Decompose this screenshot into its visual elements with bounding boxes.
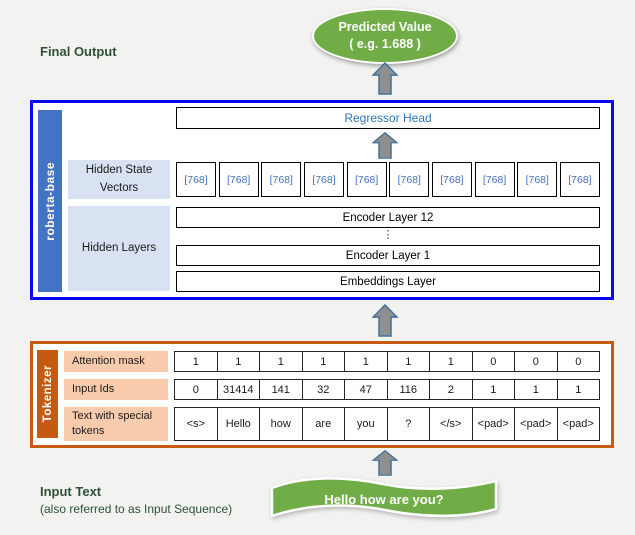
input-ids-label: Input Ids <box>64 379 168 400</box>
token-text-cell: Hello <box>216 407 260 441</box>
token-text-cell: are <box>301 407 345 441</box>
input-text-ribbon <box>270 477 498 518</box>
predicted-value-line1: Predicted Value <box>338 20 432 35</box>
hidden-state-vector-cell: [768] <box>218 162 259 197</box>
attention-mask-cell: 1 <box>216 351 260 372</box>
input-id-cell: 1 <box>556 379 600 400</box>
token-text-cell: <pad> <box>556 407 600 441</box>
attention-mask-cell: 1 <box>259 351 303 372</box>
encoder-layer-1-box: Encoder Layer 1 <box>176 245 600 266</box>
hidden-state-vector-cell: [768] <box>517 162 558 197</box>
attention-mask-cell: 0 <box>556 351 600 372</box>
attention-mask-cell: 1 <box>386 351 430 372</box>
up-arrow-icon <box>372 450 398 476</box>
token-text-cell: </s> <box>429 407 473 441</box>
token-text-cell: <s> <box>174 407 218 441</box>
attention-mask-cell: 1 <box>301 351 345 372</box>
embeddings-layer-box: Embeddings Layer <box>176 271 600 292</box>
hidden-state-vectors-label: Hidden State Vectors <box>68 160 170 199</box>
input-id-cell: 31414 <box>216 379 260 400</box>
roberta-base-sidebar-label: roberta-base <box>43 161 57 241</box>
token-text-cell: <pad> <box>514 407 558 441</box>
input-text-label: Input Text <box>40 484 102 499</box>
hidden-state-vector-cell: [768] <box>176 162 216 197</box>
hidden-state-vector-row: [768][768][768][768][768][768][768][768]… <box>176 162 600 197</box>
attention-mask-cell: 1 <box>429 351 473 372</box>
hidden-state-vector-cell: [768] <box>389 162 430 197</box>
hidden-state-vector-cell: [768] <box>346 162 387 197</box>
token-text-cell: <pad> <box>471 407 515 441</box>
encoder-layer-12-box: Encoder Layer 12 <box>176 207 600 228</box>
tokenizer-sidebar: Tokenizer <box>37 350 58 438</box>
text-special-tokens-label: Text with special tokens <box>64 407 168 441</box>
input-text-sublabel: (also referred to as Input Sequence) <box>40 502 233 516</box>
layers-ellipsis-icon: ⋮ <box>382 229 394 241</box>
up-arrow-icon <box>372 62 398 95</box>
hidden-state-vector-cell: [768] <box>431 162 472 197</box>
tokenizer-sidebar-label: Tokenizer <box>41 365 54 423</box>
token-text-cell: how <box>259 407 303 441</box>
hidden-layers-label: Hidden Layers <box>68 206 170 291</box>
regressor-head-box: Regressor Head <box>176 107 600 129</box>
attention-mask-cell: 1 <box>174 351 218 372</box>
input-id-cell: 1 <box>471 379 515 400</box>
hidden-state-vector-cell: [768] <box>559 162 600 197</box>
input-id-cell: 2 <box>429 379 473 400</box>
up-arrow-icon <box>372 304 398 337</box>
input-id-cell: 1 <box>514 379 558 400</box>
attention-mask-label: Attention mask <box>64 351 168 372</box>
attention-mask-cell: 0 <box>471 351 515 372</box>
input-text-ribbon-label: Hello how are you? <box>324 491 444 507</box>
hidden-state-vector-cell: [768] <box>261 162 302 197</box>
roberta-base-sidebar: roberta-base <box>38 110 62 292</box>
hidden-state-vector-cell: [768] <box>303 162 344 197</box>
token-text-cell: ? <box>386 407 430 441</box>
token-text-cell: you <box>344 407 388 441</box>
input-id-cell: 116 <box>386 379 430 400</box>
final-output-label: Final Output <box>40 44 117 59</box>
input-id-cell: 0 <box>174 379 218 400</box>
hidden-state-vector-cell: [768] <box>474 162 515 197</box>
roberta-base-box: roberta-base Regressor Head Hidden State… <box>30 100 614 300</box>
input-id-cell: 32 <box>301 379 345 400</box>
input-id-cell: 47 <box>344 379 388 400</box>
attention-mask-cell: 1 <box>344 351 388 372</box>
predicted-value-ellipse: Predicted Value ( e.g. 1.688 ) <box>312 8 458 64</box>
attention-mask-cell: 0 <box>514 351 558 372</box>
input-id-cell: 141 <box>259 379 303 400</box>
predicted-value-line2: ( e.g. 1.688 ) <box>349 37 421 51</box>
up-arrow-icon <box>372 132 398 159</box>
